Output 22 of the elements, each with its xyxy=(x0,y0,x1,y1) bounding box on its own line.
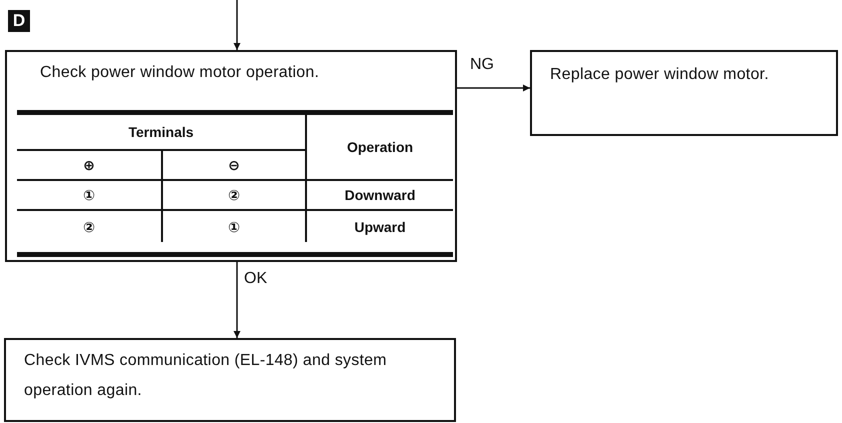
table-cell: Downward xyxy=(307,181,453,211)
table-cell: ① xyxy=(17,181,163,211)
arrow xyxy=(234,0,240,50)
table-cell-text: Upward xyxy=(353,218,407,237)
table-cell: ② xyxy=(163,181,307,211)
process-box xyxy=(530,50,838,136)
table-cell: Terminals xyxy=(17,115,307,151)
step-text: Check power window motor operation. xyxy=(40,63,320,83)
section-badge: D xyxy=(8,10,30,32)
step-text: Check IVMS communication (EL-148) and system operation again. xyxy=(24,351,388,401)
table-cell: ② xyxy=(17,211,163,242)
table-cell: ⊕ xyxy=(17,151,163,181)
step-text: Replace power window motor. xyxy=(550,65,770,85)
arrow xyxy=(234,262,240,338)
edge-label: NG xyxy=(470,56,494,74)
table-cell: ① xyxy=(163,211,307,242)
table-cell: Operation xyxy=(307,115,453,181)
edge-label: OK xyxy=(244,270,268,288)
arrow xyxy=(457,84,530,92)
table-cell: ⊖ xyxy=(163,151,307,181)
process-box xyxy=(5,50,457,262)
process-box xyxy=(4,338,456,422)
